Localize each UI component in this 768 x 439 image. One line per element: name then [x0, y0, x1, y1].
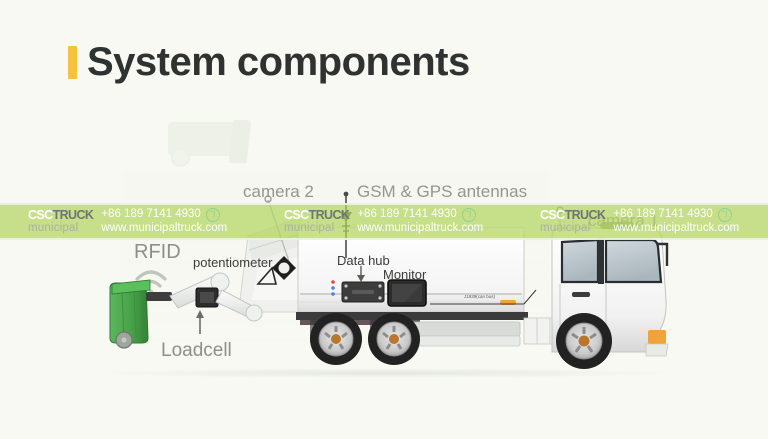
watermark-logo-wordmark: CSCTRUCK: [540, 207, 606, 222]
page-title-text: System components: [87, 40, 470, 84]
whatsapp-icon: [205, 207, 220, 222]
label-potentiometer: potentiometer: [193, 255, 273, 270]
lifting-arm: [146, 272, 263, 322]
status-leds: [331, 280, 335, 296]
label-gsm-gps-antennas: GSM & GPS antennas: [357, 182, 528, 201]
watermark-logo-wordmark: CSCTRUCK: [284, 207, 350, 222]
watermark-phone: +86 189 7141 4930: [357, 207, 457, 220]
watermark-phone: +86 189 7141 4930: [613, 207, 713, 220]
watermark-logo-wordmark: CSCTRUCK: [28, 207, 94, 222]
potentiometer-icon: [256, 256, 296, 285]
watermark-contact: +86 189 7141 4930 www.municipaltruck.com: [613, 207, 740, 236]
watermark-logo-truck: TRUCK: [308, 207, 350, 222]
monitor-device: [387, 279, 427, 307]
watermark-band: CSCTRUCK municipal +86 189 7141 4930 www…: [0, 203, 768, 240]
data-hub-pointer-arrow: [357, 266, 365, 282]
waste-bin: [109, 279, 151, 349]
watermark-logo: CSCTRUCK municipal: [284, 207, 350, 235]
watermark-website: www.municipaltruck.com: [613, 221, 740, 234]
watermark-logo: CSCTRUCK municipal: [540, 207, 606, 235]
watermark-logo-csc: CSC: [540, 207, 565, 222]
watermark-logo-csc: CSC: [284, 207, 309, 222]
watermark-logo-truck: TRUCK: [52, 207, 94, 222]
watermark-logo-csc: CSC: [28, 207, 53, 222]
watermark-phone: +86 189 7141 4930: [101, 207, 201, 220]
watermark-website: www.municipaltruck.com: [357, 221, 484, 234]
label-monitor: Monitor: [383, 267, 427, 282]
watermark-logo: CSCTRUCK municipal: [28, 207, 94, 235]
label-can-bus: J1939(can bus): [464, 294, 496, 299]
watermark-logo-sub: municipal: [540, 222, 591, 235]
loadcell-pointer-arrow: [196, 310, 204, 334]
background-ghost-truck-icon: [165, 118, 255, 170]
label-rfid: RFID: [134, 241, 181, 263]
watermark-phone-row: +86 189 7141 4930: [613, 207, 739, 222]
watermark-phone-row: +86 189 7141 4930: [357, 207, 483, 222]
title-accent-bar: [68, 45, 77, 79]
can-bus-line: [430, 289, 537, 305]
label-camera-2: camera 2: [243, 182, 314, 201]
watermark-logo-sub: municipal: [284, 222, 335, 235]
watermark-contact: +86 189 7141 4930 www.municipaltruck.com: [101, 207, 228, 236]
watermark-contact: +86 189 7141 4930 www.municipaltruck.com: [357, 207, 484, 236]
watermark-website: www.municipaltruck.com: [101, 221, 228, 234]
ghost-truck-wheel: [171, 148, 190, 167]
label-loadcell: Loadcell: [161, 340, 232, 361]
watermark-unit: CSCTRUCK municipal +86 189 7141 4930 www…: [512, 205, 768, 238]
watermark-logo-sub: municipal: [28, 222, 79, 235]
whatsapp-icon: [461, 207, 476, 222]
watermark-logo-truck: TRUCK: [564, 207, 606, 222]
watermark-unit: CSCTRUCK municipal +86 189 7141 4930 www…: [256, 205, 512, 238]
data-hub-device: [341, 281, 385, 303]
watermark-phone-row: +86 189 7141 4930: [101, 207, 227, 222]
whatsapp-icon: [717, 207, 732, 222]
label-data-hub: Data hub: [337, 253, 390, 268]
ground-shadow: [95, 368, 675, 378]
page-title: System components: [68, 42, 470, 82]
watermark-unit: CSCTRUCK municipal +86 189 7141 4930 www…: [0, 205, 256, 238]
truck-underbody: [310, 320, 521, 347]
truck-wheels: [310, 313, 612, 369]
